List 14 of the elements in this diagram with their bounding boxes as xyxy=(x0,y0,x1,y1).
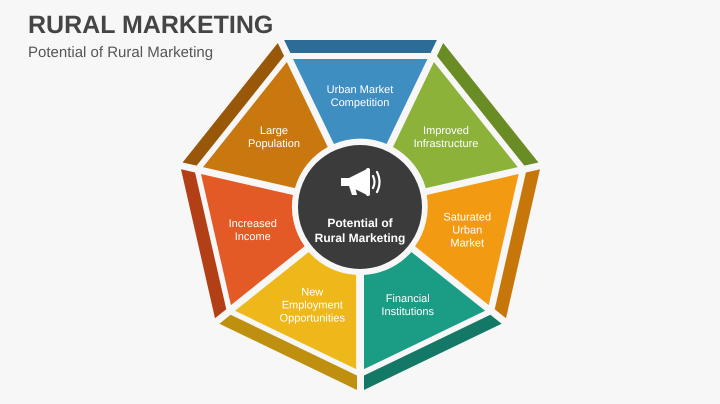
subtitle: Potential of Rural Marketing xyxy=(28,44,214,62)
segment-label: Improved Infrastructure xyxy=(412,125,480,152)
circle-label: Potential of Rural Marketing xyxy=(314,216,406,246)
heptagon-segment xyxy=(392,62,518,188)
heptagon-segment xyxy=(235,252,356,370)
segment-label: Saturated Urban Market xyxy=(442,212,492,251)
segment-label: New Employment Opportunities xyxy=(278,286,346,326)
segment-label: Financial Institutions xyxy=(380,293,436,320)
heptagon-segment xyxy=(202,62,328,188)
segment-label: Large Population xyxy=(246,125,301,152)
segment-label: Urban Market Competition xyxy=(326,84,394,110)
segment-label: Increased Income xyxy=(228,218,278,244)
title: RURAL MARKETING xyxy=(28,10,274,40)
heptagon-segment xyxy=(364,252,485,370)
